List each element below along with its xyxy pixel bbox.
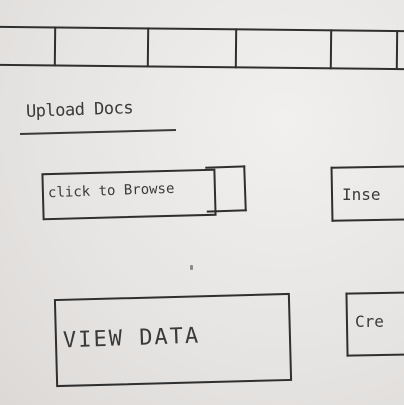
create-button-label: Cre	[355, 312, 384, 331]
nav-tab-5[interactable]	[331, 29, 399, 71]
upload-docs-heading: Upload Docs	[25, 98, 134, 122]
browse-button-outline	[205, 165, 247, 213]
nav-tab-2[interactable]	[55, 26, 150, 68]
insert-button-label: Inse	[342, 185, 381, 204]
heading-underline	[20, 128, 176, 136]
nav-tab-4[interactable]	[236, 28, 333, 70]
nav-bar	[0, 25, 404, 71]
pen-mark	[190, 265, 193, 270]
view-data-button-label: VIEW DATA	[62, 323, 201, 354]
nav-tab-3[interactable]	[148, 27, 238, 69]
nav-tab-1[interactable]	[0, 25, 57, 67]
